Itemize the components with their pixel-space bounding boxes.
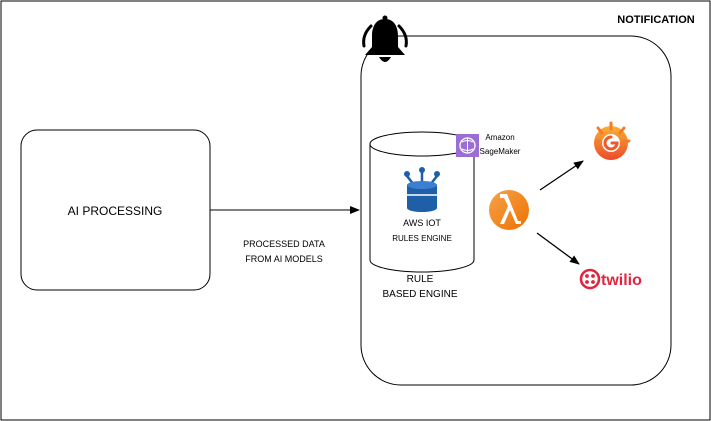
lambda-to-twilio-arrow xyxy=(536,232,580,265)
aws-iot-rules-engine-icon xyxy=(404,167,440,212)
sagemaker-label-line2: SageMaker xyxy=(480,147,521,156)
rules-engine-label-line1: AWS IOT xyxy=(403,218,441,228)
rule-engine-caption-line1: RULE xyxy=(407,274,434,285)
lambda-to-grafana-arrow xyxy=(539,160,584,191)
twilio-icon xyxy=(579,268,601,290)
twilio-label: twilio xyxy=(601,272,642,289)
edge-label-line1: PROCESSED DATA xyxy=(243,239,325,249)
aws-lambda-icon[interactable] xyxy=(489,190,529,230)
sagemaker-label-line1: Amazon xyxy=(485,133,514,142)
grafana-icon[interactable] xyxy=(594,121,631,160)
aws-iot-rules-engine-node[interactable]: AWS IOT RULES ENGINE xyxy=(369,131,475,273)
ai-processing-node[interactable]: AI PROCESSING xyxy=(20,129,211,291)
amazon-sagemaker-node[interactable]: Amazon SageMaker xyxy=(456,133,521,157)
ai-processing-label: AI PROCESSING xyxy=(68,204,163,218)
notification-title: NOTIFICATION xyxy=(617,14,694,26)
edge-label-line2: FROM AI MODELS xyxy=(245,254,323,264)
twilio-node[interactable]: twilio xyxy=(579,268,642,290)
rule-engine-caption-line2: BASED ENGINE xyxy=(382,289,457,300)
amazon-sagemaker-icon xyxy=(456,134,479,157)
rules-engine-label-line2: RULES ENGINE xyxy=(392,234,452,243)
bell-icon xyxy=(362,15,408,62)
